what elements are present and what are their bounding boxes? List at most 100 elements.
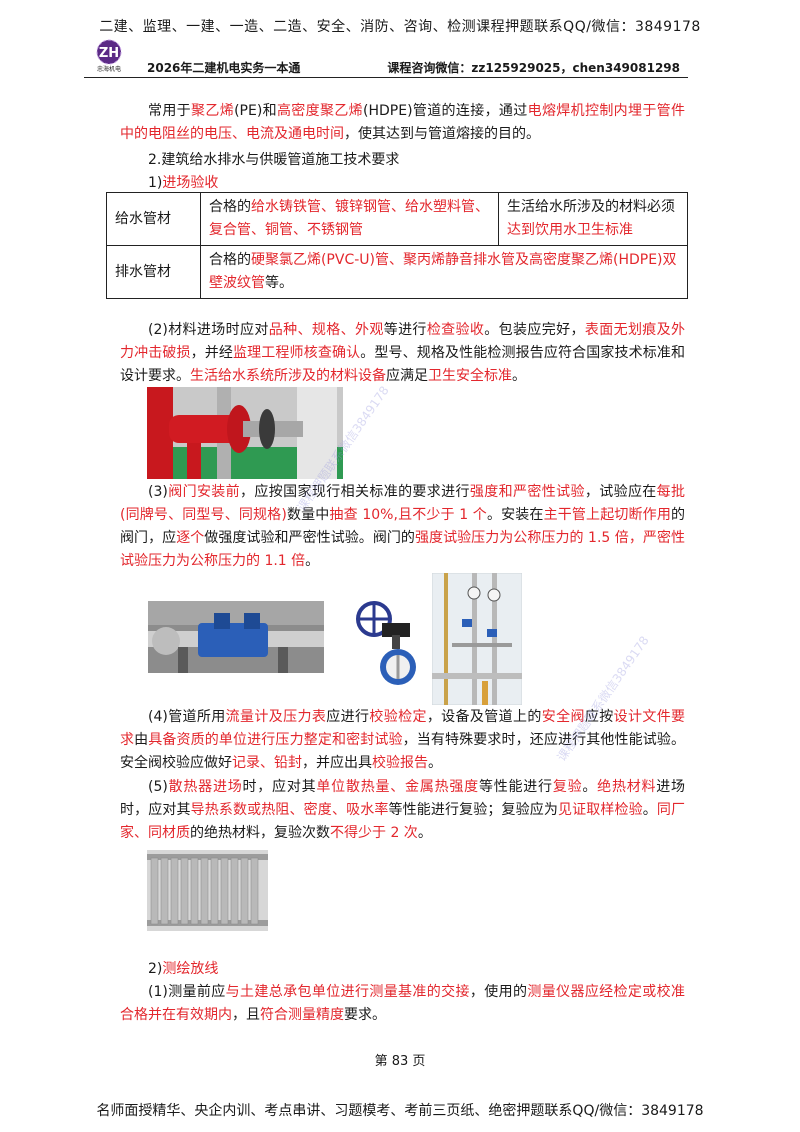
body-text: 。 [512, 368, 526, 384]
highlight-text: 检查验收 [426, 322, 485, 338]
body-text: 合格的 [208, 199, 251, 215]
highlight-text: 表面无划痕及外力冲击破损 [120, 322, 686, 361]
body-text: (HDPE)管道的连接，通过 [363, 103, 528, 119]
highlight-text: 安全阀 [541, 709, 585, 725]
svg-text:ZH: ZH [99, 46, 119, 61]
intro-paragraph: 常用于聚乙烯(PE)和高密度聚乙烯(HDPE)管道的连接，通过电熔焊机控制内埋于… [120, 100, 685, 146]
paragraph-valve-test: (3)阀门安装前，应按国家现行相关标准的要求进行强度和严密性试验，试验应在每批(… [120, 481, 685, 573]
paragraph-survey-handover: (1)测量前应与土建总承包单位进行测量基准的交接，使用的测量仪器应经检定或校准合… [120, 981, 685, 1027]
highlight-text: 硬聚氯乙烯(PVC-U)管、聚丙烯静音排水管及高密度聚乙烯(HDPE)双壁波纹管 [208, 252, 677, 291]
company-logo: ZH 忠海机电 [96, 39, 122, 73]
pipe-material-table: 给水管材 合格的给水铸铁管、镀锌钢管、给水塑料管、复合管、铜管、不锈钢管 生活给… [106, 192, 689, 299]
table-cell-name: 排水管材 [106, 245, 201, 299]
highlight-text: 绝热材料 [597, 779, 657, 795]
body-text: ，使其达到与管道熔接的目的。 [344, 126, 540, 142]
pipe-fitting-photo [147, 387, 343, 479]
body-text: (3) [148, 484, 168, 500]
highlight-text: 符合测量精度 [260, 1007, 344, 1023]
section-heading: 2.建筑给水排水与供暖管道施工技术要求 [148, 152, 400, 168]
highlight-text: 设计文件要求 [120, 709, 686, 748]
body-text: 应按 [584, 709, 614, 725]
highlight-text: 强度和严密性试验 [469, 484, 585, 500]
subheading-prefix: 1) [148, 175, 163, 191]
body-text: 进场时，应对其 [120, 779, 686, 818]
highlight-text: 校验报告 [372, 755, 428, 771]
highlight-text: 校验检定 [369, 709, 427, 725]
body-text: 的阀门，应 [120, 507, 685, 546]
body-text: ，应按国家现行相关标准的要求进行 [240, 484, 470, 500]
highlight-text: 品种、规格、外观 [268, 322, 384, 338]
subheading-label: 进场验收 [162, 175, 219, 191]
valve-assembly-photo [148, 601, 324, 673]
body-text: 应进行 [326, 709, 370, 725]
body-text: (4)管道所用 [148, 709, 226, 725]
body-text: ，并应出具 [302, 755, 372, 771]
body-text: 由 [134, 732, 149, 748]
body-text: 数量中 [286, 507, 330, 523]
highlight-text: 生活给水系统所涉及的材料设备 [190, 368, 386, 384]
paragraph-meter-calibration: (4)管道所用流量计及压力表应进行校验检定，设备及管道上的安全阀应按设计文件要求… [120, 706, 685, 775]
highlight-text: 复验 [552, 779, 583, 795]
body-text: 。 [642, 802, 657, 818]
header-contact: 课程咨询微信：zz125929025，chen349081298 [387, 61, 680, 75]
radiator-photo [147, 850, 268, 931]
body-text: 。型号、规格及性能检测报告应符合国家技术标准和设计要求。 [120, 345, 686, 384]
paragraph-material-inspection: (2)材料进场时应对品种、规格、外观等进行检查验收。包装应完好，表面无划痕及外力… [120, 319, 685, 388]
body-text: 。安装在 [486, 507, 544, 523]
header-divider [84, 77, 688, 78]
body-text: 。 [305, 553, 320, 569]
highlight-text: 见证取样检验 [558, 802, 643, 818]
highlight-text: 聚乙烯 [191, 103, 235, 119]
body-text: ，当有特殊要求时，还应进行其他性能试验。安全阀校验应做好 [120, 732, 686, 771]
subheading-prefix: 2) [148, 961, 163, 977]
subheading-acceptance: 1)进场验收 [148, 172, 713, 195]
highlight-text: 测量仪器应经检定或校准合格并在有效期内 [120, 984, 686, 1023]
header-title: 2026年二建机电实务一本通 [147, 61, 301, 75]
highlight-text: 同厂家、同材质 [120, 802, 686, 841]
butterfly-valve-photo [352, 597, 424, 689]
highlight-text: 单位散热量、金属热强度 [316, 779, 479, 795]
body-text: (1)测量前应 [148, 984, 226, 1000]
highlight-text: 给水铸铁管、镀锌钢管、给水塑料管、复合管、铜管、不锈钢管 [208, 199, 489, 238]
body-text: 做强度试验和严密性试验。阀门的 [204, 530, 415, 546]
body-text: ，并经 [190, 345, 234, 361]
highlight-text: 电熔焊机控制内埋于管件中的电阻丝的电压、电流及通电时间 [120, 103, 686, 142]
table-cell-content: 合格的硬聚氯乙烯(PVC-U)管、聚丙烯静音排水管及高密度聚乙烯(HDPE)双壁… [199, 245, 689, 299]
body-text: 常用于 [148, 103, 192, 119]
body-text: 。 [428, 755, 442, 771]
highlight-text: 阀门安装前 [167, 484, 241, 500]
highlight-text: 监理工程师核查确认 [233, 345, 361, 361]
body-text: 应满足 [386, 368, 428, 384]
highlight-text: 每批(同牌号、同型号、同规格) [120, 484, 686, 523]
table-row: 给水管材 合格的给水铸铁管、镀锌钢管、给水塑料管、复合管、铜管、不锈钢管 生活给… [106, 192, 688, 246]
body-text: 合格的 [208, 252, 251, 268]
body-text: 。包装应完好， [484, 322, 585, 338]
body-text: 等。 [264, 275, 293, 291]
table-cell-name: 给水管材 [106, 192, 201, 246]
body-text: 等性能进行 [478, 779, 553, 795]
body-text: (PE)和 [234, 103, 277, 119]
table-cell-note: 生活给水所涉及的材料必须达到饮用水卫生标准 [498, 192, 688, 246]
highlight-text: 散热器进场 [167, 779, 243, 795]
table-row: 排水管材 合格的硬聚氯乙烯(PVC-U)管、聚丙烯静音排水管及高密度聚乙烯(HD… [106, 245, 689, 299]
body-text: 等性能进行复验；复验应为 [388, 802, 558, 818]
body-text: 时，应对其 [242, 779, 317, 795]
highlight-text: 强度试验压力为公称压力的 1.5 倍，严密性试验压力为公称压力的 1.1 倍 [120, 530, 685, 569]
highlight-text: 记录、铅封 [232, 755, 302, 771]
body-text: (2)材料进场时应对 [148, 322, 269, 338]
paragraph-radiator-insulation: (5)散热器进场时，应对其单位散热量、金属热强度等性能进行复验。绝热材料进场时，… [120, 776, 685, 845]
body-text: 。 [417, 825, 432, 841]
highlight-text: 主干管上起切断作用 [543, 507, 671, 523]
body-text: ，设备及管道上的 [426, 709, 542, 725]
top-banner: 二建、监理、一建、一造、二造、安全、消防、咨询、检测课程押题联系QQ/微信：38… [99, 19, 701, 35]
highlight-text: 卫生安全标准 [428, 368, 512, 384]
body-text: 。 [582, 779, 598, 795]
highlight-text: 不得少于 2 次 [330, 825, 418, 841]
highlight-text: 导热系数或热阻、密度、吸水率 [190, 802, 389, 818]
body-text: 生活给水所涉及的材料必须 [507, 199, 676, 215]
page-number: 第 83 页 [374, 1054, 426, 1069]
subheading-surveying: 2)测绘放线 [148, 958, 713, 981]
subheading-label: 测绘放线 [162, 961, 219, 977]
logo-text: 忠海机电 [97, 65, 121, 73]
highlight-text: 达到饮用水卫生标准 [507, 222, 634, 238]
